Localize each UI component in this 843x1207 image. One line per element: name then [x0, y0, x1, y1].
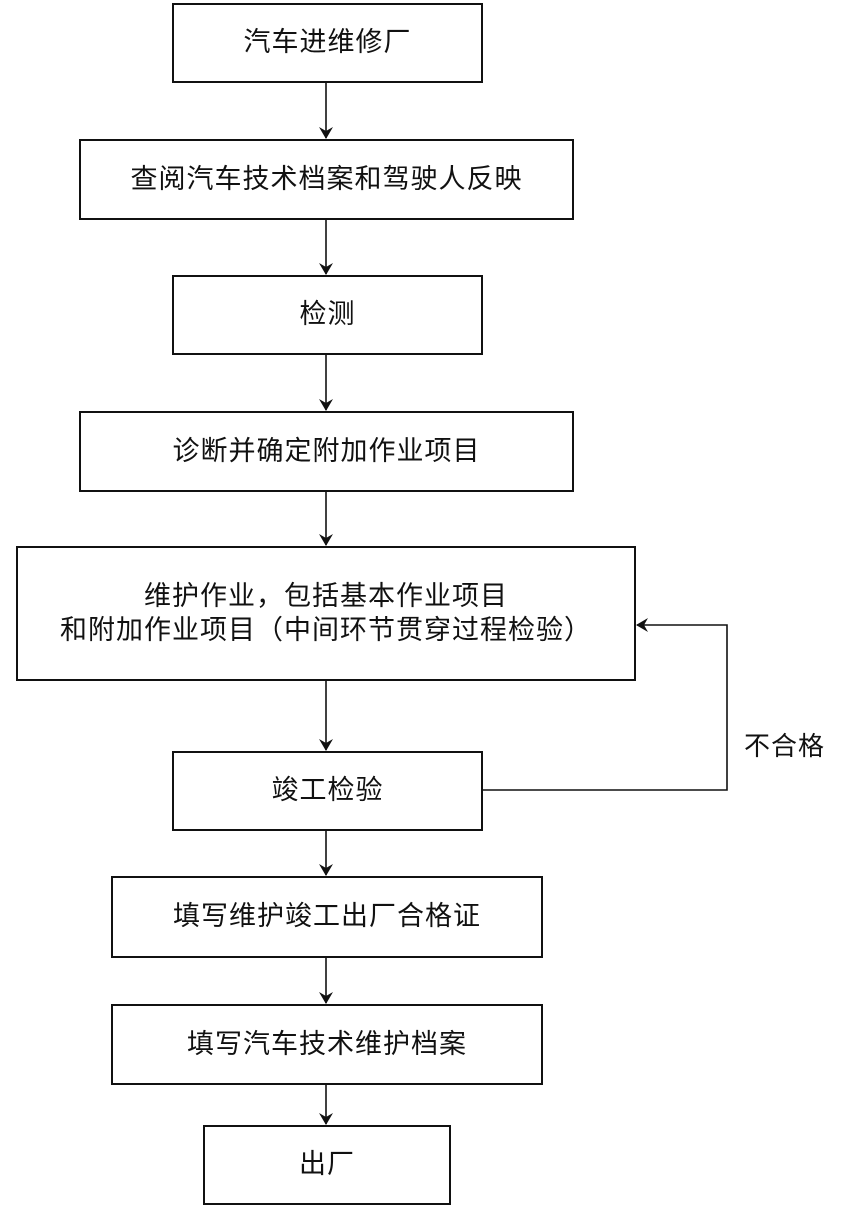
step-label: 诊断并确定附加作业项目 — [172, 435, 481, 467]
step-enter-repair-shop: 汽车进维修厂 — [172, 3, 483, 83]
feedback-label: 不合格 — [744, 732, 826, 762]
step-label: 填写汽车技术维护档案 — [187, 1028, 467, 1060]
step-maintenance-work: 维护作业，包括基本作业项目 和附加作业项目（中间环节贯穿过程检验） — [16, 546, 636, 681]
step-label: 维护作业，包括基本作业项目 和附加作业项目（中间环节贯穿过程检验） — [60, 580, 592, 648]
step-leave-factory: 出厂 — [203, 1125, 451, 1205]
step-fill-certificate: 填写维护竣工出厂合格证 — [111, 876, 543, 958]
step-label: 填写维护竣工出厂合格证 — [173, 901, 481, 933]
step-label: 检测 — [299, 299, 356, 331]
step-label: 汽车进维修厂 — [243, 27, 412, 59]
step-completion-inspection: 竣工检验 — [172, 751, 483, 831]
step-label: 竣工检验 — [271, 775, 384, 807]
step-label-line-1: 维护作业，包括基本作业项目 — [144, 580, 508, 612]
step-fill-archive: 填写汽车技术维护档案 — [111, 1004, 543, 1085]
step-label: 出厂 — [299, 1149, 355, 1181]
step-review-records: 查阅汽车技术档案和驾驶人反映 — [79, 139, 574, 220]
step-label: 查阅汽车技术档案和驾驶人反映 — [130, 163, 523, 195]
step-label-line-2: 和附加作业项目（中间环节贯穿过程检验） — [60, 614, 592, 646]
step-inspection: 检测 — [172, 275, 483, 355]
step-diagnose: 诊断并确定附加作业项目 — [79, 411, 574, 492]
